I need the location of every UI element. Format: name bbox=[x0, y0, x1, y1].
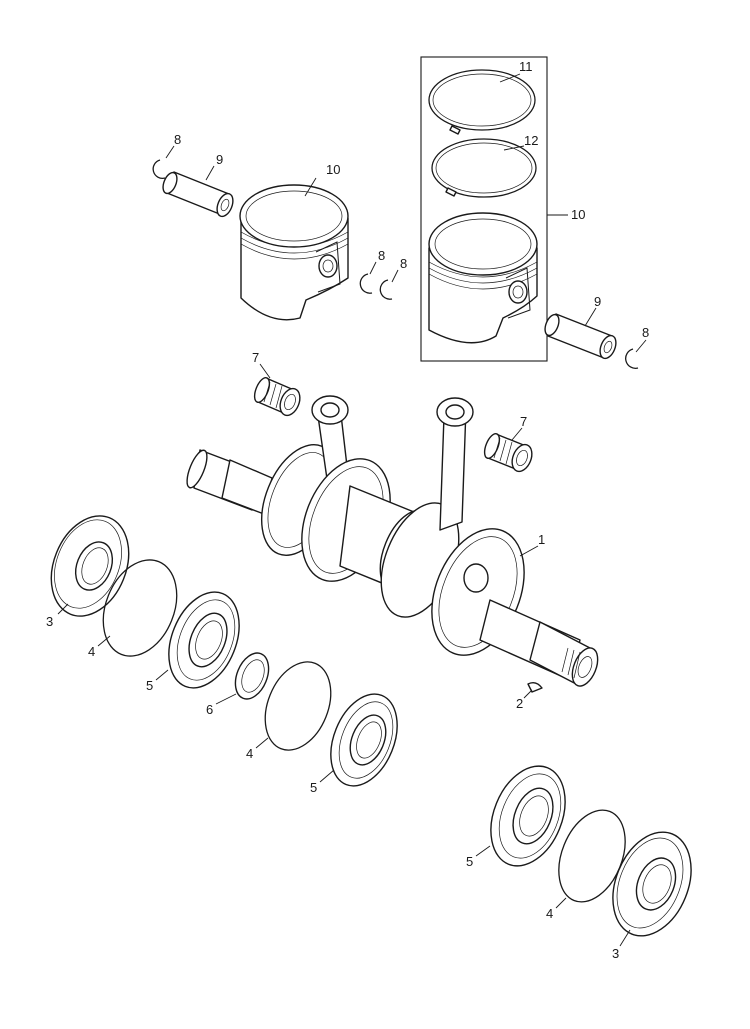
callout-woodruff-key: 2 bbox=[516, 696, 523, 711]
callout-ring-second: 12 bbox=[524, 133, 538, 148]
o-ring-middle[interactable] bbox=[253, 652, 343, 760]
callout-bearing-right: 5 bbox=[466, 854, 473, 869]
callout-piston-left: 10 bbox=[326, 162, 340, 177]
callout-labels: 11 12 10 10 9 8 8 8 9 8 7 7 1 2 3 4 5 6 … bbox=[46, 59, 649, 961]
piston-left[interactable] bbox=[239, 184, 349, 321]
callout-spacer: 6 bbox=[206, 702, 213, 717]
callout-needle-right: 7 bbox=[520, 414, 527, 429]
callout-o-ring-left: 4 bbox=[88, 644, 95, 659]
callout-oil-seal-left: 3 bbox=[46, 614, 53, 629]
callout-ring-top: 11 bbox=[519, 59, 533, 74]
ball-bearing-right[interactable] bbox=[477, 755, 579, 877]
ball-bearing-middle[interactable] bbox=[318, 684, 410, 795]
circlip-center-b[interactable] bbox=[379, 279, 393, 300]
callout-oil-seal-right: 3 bbox=[612, 946, 619, 961]
leader-lines bbox=[57, 73, 647, 947]
piston-kit-piston[interactable] bbox=[428, 212, 538, 344]
oil-seal-left[interactable] bbox=[37, 504, 143, 627]
piston-ring-top[interactable] bbox=[428, 69, 536, 135]
callout-bearing-left: 5 bbox=[146, 678, 153, 693]
woodruff-key[interactable] bbox=[527, 681, 543, 693]
circlip-center-a[interactable] bbox=[359, 273, 373, 294]
callout-needle-left: 7 bbox=[252, 350, 259, 365]
callout-crankshaft: 1 bbox=[538, 532, 545, 547]
piston-pin-right[interactable] bbox=[542, 313, 619, 361]
o-ring-left[interactable] bbox=[90, 549, 191, 667]
callout-bearing-middle: 5 bbox=[310, 780, 317, 795]
callout-circlip-top-left: 8 bbox=[174, 132, 181, 147]
piston-pin-left[interactable] bbox=[160, 171, 236, 219]
callout-piston-kit: 10 bbox=[571, 207, 585, 222]
circlip-top-left[interactable] bbox=[152, 159, 166, 179]
circlip-right[interactable] bbox=[625, 348, 639, 369]
callout-pin-right: 9 bbox=[594, 294, 601, 309]
callout-circlip-center-b: 8 bbox=[400, 256, 407, 271]
needle-bearing-left[interactable] bbox=[252, 376, 304, 419]
needle-bearing-right[interactable] bbox=[482, 432, 536, 475]
callout-circlip-center-a: 8 bbox=[378, 248, 385, 263]
oil-seal-right[interactable] bbox=[598, 820, 705, 947]
ball-bearing-left[interactable] bbox=[156, 582, 253, 699]
piston-kit-frame bbox=[420, 56, 548, 362]
callout-pin-left: 9 bbox=[216, 152, 223, 167]
piston-ring-second[interactable] bbox=[431, 138, 537, 198]
callout-o-ring-right: 4 bbox=[546, 906, 553, 921]
callout-circlip-right: 8 bbox=[642, 325, 649, 340]
callout-o-ring-middle: 4 bbox=[246, 746, 253, 761]
crankshaft[interactable] bbox=[183, 395, 603, 690]
spacer[interactable] bbox=[229, 648, 275, 704]
